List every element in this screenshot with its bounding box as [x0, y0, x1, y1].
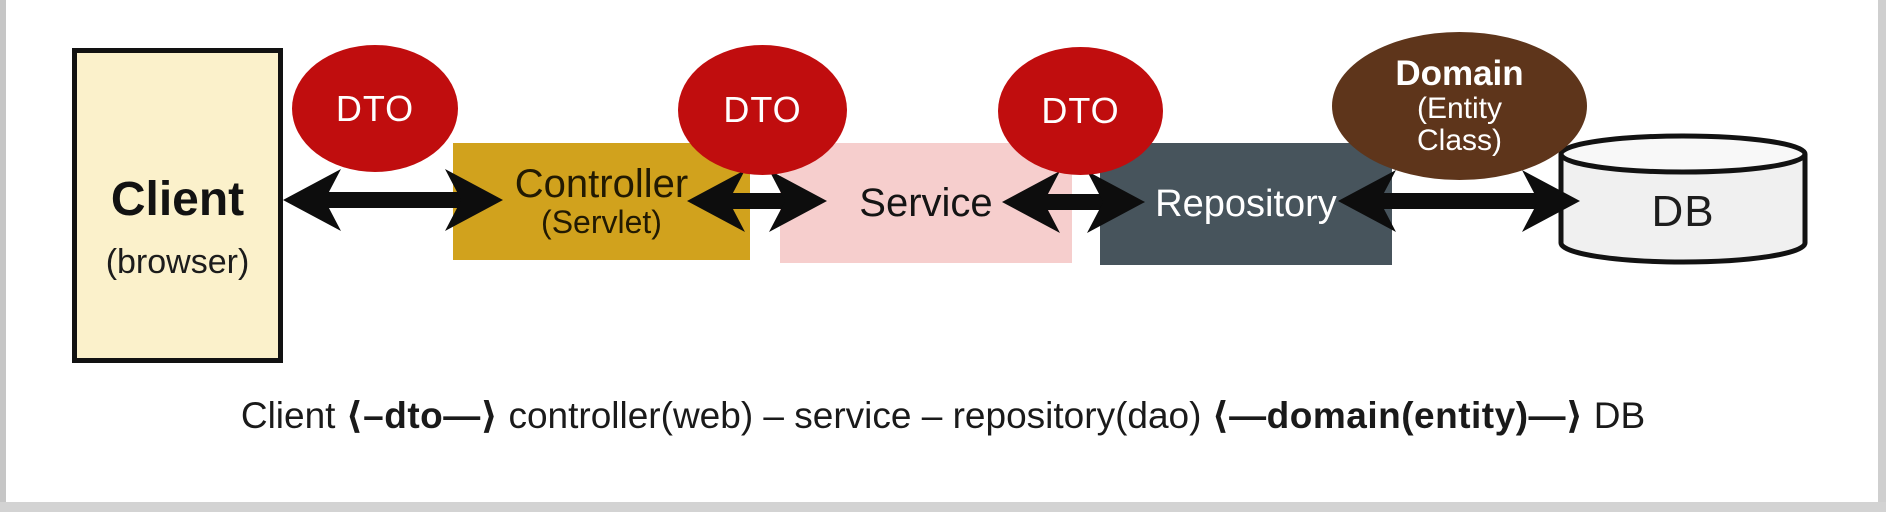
arrow-shaft [717, 193, 797, 209]
flow-caption: Client ⟨–dto—⟩ controller(web) – service… [0, 394, 1886, 437]
dto-label: DTO [1041, 90, 1120, 131]
badge-domain-entity: Domain (Entity Class) [1332, 32, 1587, 180]
node-repository: Repository [1100, 143, 1392, 265]
domain-subtitle-line2: Class) [1416, 123, 1502, 157]
arrow-shaft [313, 192, 473, 208]
arrow-service-repository [1002, 171, 1145, 233]
badge-dto-service-repository: DTO [998, 47, 1163, 175]
badge-dto-controller-service: DTO [678, 45, 847, 175]
frame-edge-bottom [0, 502, 1886, 512]
frame-edge-right [1878, 0, 1886, 512]
frame-edge-left [0, 0, 6, 512]
db-cylinder-icon [1558, 133, 1808, 265]
client-title: Client [110, 172, 245, 226]
badge-dto-client-controller: DTO [292, 45, 458, 172]
caption-dto-bracket: ⟨–dto—⟩ [345, 395, 499, 436]
arrow-controller-service [687, 170, 827, 232]
service-title: Service [859, 180, 993, 225]
db-title: DB [1651, 187, 1715, 236]
dto-label: DTO [335, 87, 415, 129]
caption-domain-bracket: ⟨—domain(entity)—⟩ [1211, 395, 1584, 436]
caption-client: Client [240, 395, 346, 436]
controller-subtitle: (Servlet) [541, 203, 662, 240]
caption-db: DB [1583, 395, 1646, 436]
arrow-shaft [1032, 194, 1115, 210]
arrow-shaft [1368, 193, 1550, 209]
caption-middle: controller(web) – service – repository(d… [498, 395, 1212, 436]
arrow-repository-db [1338, 170, 1580, 232]
dto-label: DTO [723, 89, 802, 130]
domain-title: Domain [1395, 53, 1524, 93]
repository-title: Repository [1155, 182, 1337, 225]
domain-subtitle-line1: (Entity [1416, 91, 1503, 125]
node-db: DB [1558, 133, 1808, 267]
node-client: Client (browser) [72, 48, 283, 363]
arrow-client-controller [283, 169, 503, 231]
client-subtitle: (browser) [105, 242, 250, 281]
controller-title: Controller [514, 161, 689, 206]
